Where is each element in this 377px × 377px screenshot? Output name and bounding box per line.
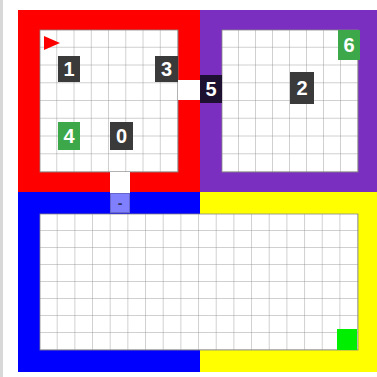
door-box: 5	[200, 75, 222, 103]
object-box: 3	[155, 56, 178, 82]
agent-arrow	[44, 36, 60, 50]
cell-label: 2	[296, 78, 307, 98]
cell-label: 4	[63, 126, 74, 146]
doorway	[110, 172, 130, 193]
cell-label: 6	[343, 35, 354, 55]
goal-square	[337, 329, 357, 350]
key-box: 4	[58, 122, 80, 150]
cell-label: 3	[161, 59, 172, 79]
cell-label: 0	[116, 126, 127, 146]
object-box: 0	[110, 122, 133, 150]
cell-label: 5	[205, 79, 216, 99]
doorway	[178, 80, 200, 100]
object-box: 2	[290, 72, 314, 104]
cell-label: 1	[63, 59, 74, 79]
object-box: 1	[58, 56, 80, 82]
door-marker: -	[110, 193, 130, 213]
key-box: 6	[338, 30, 360, 60]
red-room	[18, 10, 200, 192]
cell-label: -	[118, 196, 123, 210]
purple-room	[200, 10, 377, 192]
